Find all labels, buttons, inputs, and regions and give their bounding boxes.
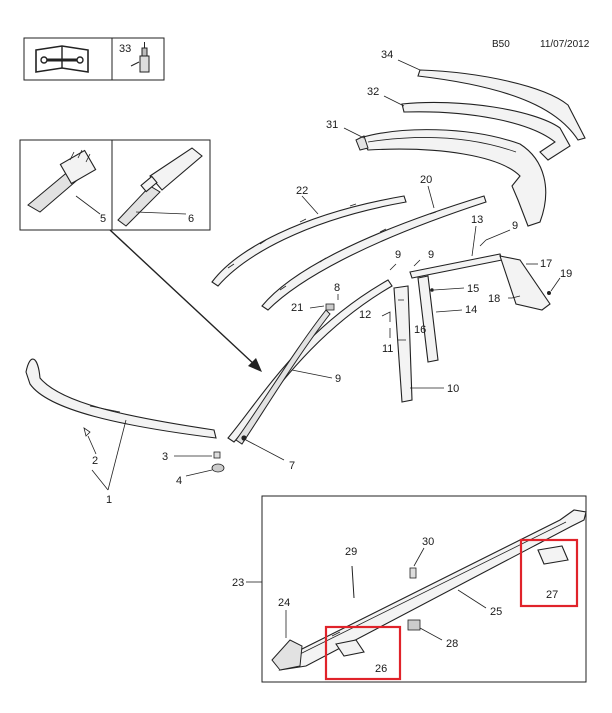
bracket-26 xyxy=(331,631,365,657)
callout-9-upper: 9 xyxy=(512,220,518,232)
highlight-27 xyxy=(519,538,579,608)
callout-2: 2 xyxy=(92,455,98,467)
spoiler-31 xyxy=(355,129,547,227)
pillar-trim-16 xyxy=(417,275,439,363)
moulding-1 xyxy=(25,358,217,439)
callout-34: 34 xyxy=(381,49,393,61)
sill-assembly-box: 23 25 24 29 30 28 xyxy=(232,495,587,683)
lubricant-tool-icon xyxy=(130,42,150,73)
callout-15: 15 xyxy=(467,283,479,295)
clip-9-mid2 xyxy=(413,259,421,267)
callout-8: 8 xyxy=(334,282,340,294)
clip-9-mid xyxy=(389,263,397,271)
trim-end-detail-6 xyxy=(117,147,203,227)
screw-19 xyxy=(547,291,551,295)
detail-inset: 5 6 xyxy=(19,139,211,231)
callout-7: 7 xyxy=(289,460,295,472)
callout-1: 1 xyxy=(106,494,112,506)
clip-30 xyxy=(409,567,417,579)
callout-32: 32 xyxy=(367,86,379,98)
callout-5: 5 xyxy=(100,213,106,225)
callout-24: 24 xyxy=(278,597,290,609)
roof-rail-20 xyxy=(261,195,487,311)
clip-21 xyxy=(325,303,335,311)
callout-29: 29 xyxy=(345,546,357,558)
clip-28 xyxy=(407,619,421,631)
clip-18 xyxy=(511,295,521,299)
pillar-10 xyxy=(393,285,413,403)
callout-26: 26 xyxy=(375,663,387,675)
trim-17 xyxy=(499,255,551,311)
detail-arrow xyxy=(109,229,262,372)
callout-19: 19 xyxy=(560,268,572,280)
callout-27: 27 xyxy=(546,589,558,601)
callout-23: 23 xyxy=(232,577,244,589)
callout-13: 13 xyxy=(471,214,483,226)
nut-4 xyxy=(211,463,225,473)
callout-18: 18 xyxy=(488,293,500,305)
callout-3: 3 xyxy=(162,451,168,463)
moulding-32 xyxy=(401,101,571,161)
callout-30: 30 xyxy=(422,536,434,548)
clip-9-upper xyxy=(479,229,511,247)
roof-rail-22 xyxy=(211,195,407,287)
highlight-26 xyxy=(324,625,402,681)
callout-17: 17 xyxy=(540,258,552,270)
callout-21: 21 xyxy=(291,302,303,314)
callout-10: 10 xyxy=(447,383,459,395)
spoiler-34 xyxy=(417,69,586,141)
tool-ref-label: 33 xyxy=(119,43,131,55)
callout-12: 12 xyxy=(359,309,371,321)
callout-11: 11 xyxy=(382,343,393,355)
repair-manual-icon xyxy=(35,45,89,73)
clip-detail-5 xyxy=(27,149,97,213)
screw-29 xyxy=(351,565,355,599)
clip-15 xyxy=(430,288,434,292)
callout-22: 22 xyxy=(296,185,308,197)
header-icons: 33 xyxy=(23,37,165,81)
clip-2 xyxy=(83,427,91,437)
callout-9-mid: 9 xyxy=(395,249,401,261)
callout-14: 14 xyxy=(465,304,477,316)
clip-3 xyxy=(213,451,221,459)
end-cap-24 xyxy=(271,639,303,671)
screw-7 xyxy=(241,435,247,441)
diagram-date: 11/07/2012 xyxy=(540,39,590,50)
callout-28: 28 xyxy=(446,638,458,650)
callout-31: 31 xyxy=(326,119,338,131)
a-pillar-moulding xyxy=(227,279,393,445)
callout-9-mid2: 9 xyxy=(428,249,434,261)
callout-16: 16 xyxy=(414,324,426,336)
diagram-code: B50 xyxy=(492,39,510,50)
callout-9-lower: 9 xyxy=(335,373,341,385)
bracket-27 xyxy=(533,541,569,565)
callout-6: 6 xyxy=(188,213,194,225)
callout-20: 20 xyxy=(420,174,432,186)
clip-12 xyxy=(381,311,391,322)
callout-4: 4 xyxy=(176,475,182,487)
callout-25: 25 xyxy=(490,606,502,618)
moulding-13 xyxy=(409,253,503,279)
